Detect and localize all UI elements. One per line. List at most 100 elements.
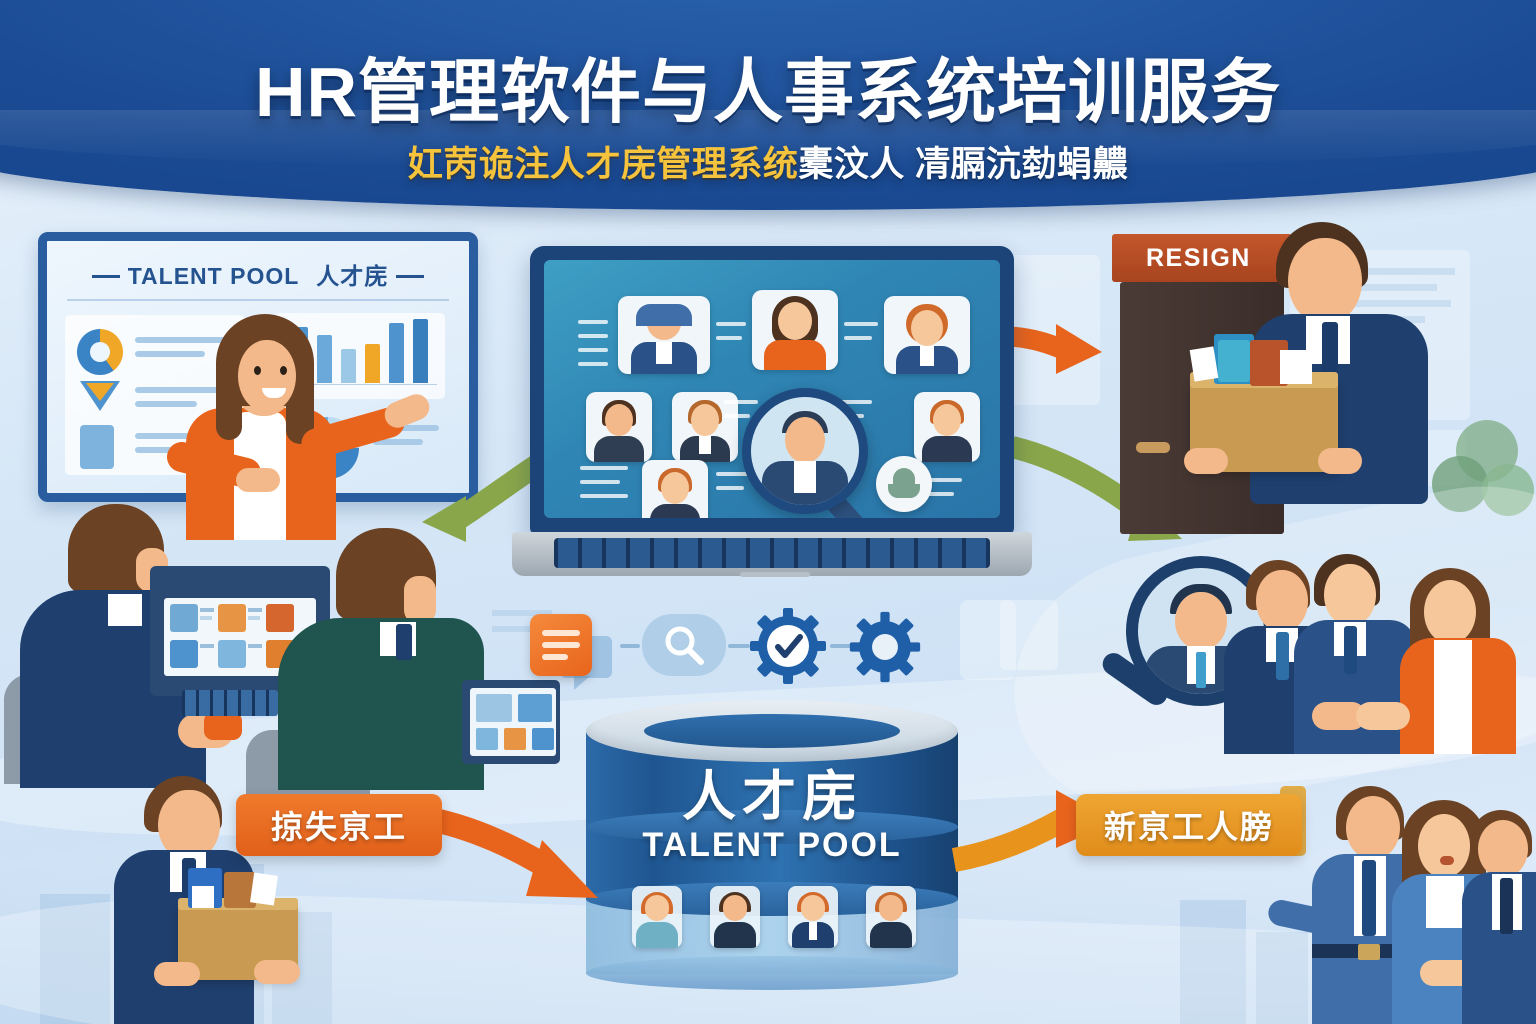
thumbnail-placeholder (80, 425, 114, 469)
candidate-tile[interactable] (914, 392, 980, 462)
connector-line (728, 644, 750, 648)
db-rim-inner (644, 714, 900, 748)
pool-member-avatar[interactable] (710, 886, 760, 948)
database-label-cn: 人才庑 (682, 767, 862, 827)
badge-new-hire: 新亰工人膀 (1076, 794, 1302, 856)
avatar-head (933, 404, 961, 436)
candidate-tile[interactable] (752, 290, 838, 370)
rule-right-icon (395, 275, 424, 278)
connector-line (716, 472, 752, 476)
connector-line (716, 336, 742, 340)
pool-member-avatar[interactable] (632, 886, 682, 948)
connector-line (830, 644, 852, 648)
talent-pool-database: 人才庑 TALENT POOL (586, 700, 958, 990)
process-icon-strip (500, 596, 940, 692)
search-icon (665, 626, 704, 665)
connector-line (580, 466, 628, 470)
connector-line (716, 322, 746, 326)
background-bar (1355, 268, 1455, 275)
arrow-leaver-to-pool (421, 806, 598, 898)
connector-line (926, 492, 954, 496)
placeholder-line (135, 433, 231, 439)
background-panel (960, 600, 1016, 680)
trainees-illustration (0, 498, 560, 800)
avatar-head (605, 404, 633, 436)
gear-icon[interactable] (848, 610, 922, 689)
header-band (0, 0, 1536, 210)
laptop-trackpad[interactable] (740, 572, 810, 577)
connector-line (580, 494, 628, 498)
document-icon[interactable] (530, 614, 592, 676)
bar (317, 335, 332, 383)
departing-employee-illustration (96, 776, 326, 1024)
laptop-screen[interactable] (544, 260, 1000, 518)
background-bar (492, 610, 552, 616)
page-title: HR管理软件与人事系统培训服务 (254, 53, 1282, 131)
resign-sign: RESIGN (1112, 234, 1292, 282)
avatar-head (911, 310, 943, 346)
connector-line (724, 400, 758, 404)
database-label-en: TALENT POOL (642, 826, 902, 864)
candidate-tile[interactable] (884, 296, 970, 374)
whiteboard-title-cn: 人才庑 (316, 263, 389, 289)
connector-line (926, 478, 962, 482)
pool-member-avatar[interactable] (866, 886, 916, 948)
laptop-lid (530, 246, 1014, 534)
handshake-team-illustration (1224, 552, 1528, 754)
avatar-body (650, 504, 700, 518)
rule-left-icon (92, 275, 121, 278)
connector-line (844, 336, 872, 340)
connector-line (840, 400, 872, 404)
avatar-body (764, 340, 826, 370)
laptop-keyboard[interactable] (554, 538, 990, 568)
bar (413, 319, 428, 383)
candidate-tile[interactable] (586, 392, 652, 462)
avatar-head (778, 302, 812, 340)
connector-line (716, 486, 744, 490)
door-handle-icon[interactable] (1136, 442, 1170, 453)
bar (389, 323, 404, 383)
avatar-body (922, 436, 972, 462)
background-bar (1355, 300, 1451, 307)
notification-badge-icon[interactable] (876, 456, 932, 512)
resigning-employee-illustration (1184, 222, 1458, 522)
new-hire-team-illustration (1265, 782, 1536, 1024)
background-bar (1355, 284, 1437, 291)
badge-departing-employee: 掠失亰工 (236, 794, 442, 856)
header-sheen (0, 110, 1536, 170)
whiteboard-divider (67, 299, 449, 301)
pool-member-avatar[interactable] (788, 886, 838, 948)
laptop-illustration (512, 246, 1032, 577)
candidate-tile[interactable] (618, 296, 710, 374)
check-circle-icon[interactable] (748, 606, 828, 691)
connector-line (724, 414, 750, 418)
db-lip (586, 956, 958, 990)
placeholder-line (373, 425, 439, 431)
db-lip (586, 810, 958, 844)
connector-line (578, 320, 608, 324)
connector-line (844, 322, 878, 326)
plant-decoration (1430, 420, 1534, 550)
avatar-head (691, 404, 719, 436)
presenter-illustration (150, 300, 434, 540)
page-subtitle-white: 橐汶人 凊膈沆勎蜎齈 (798, 145, 1129, 184)
page-subtitle-gold: 妅苪诡注人才庑管理系统 (407, 145, 799, 184)
connector-line (578, 334, 608, 338)
background-panel (1000, 600, 1058, 670)
connector-line (580, 480, 620, 484)
connector-line (620, 644, 640, 648)
placeholder-line (135, 337, 231, 343)
candidate-tile[interactable] (642, 460, 708, 518)
screen-magnifier-icon[interactable] (742, 388, 868, 514)
placeholder-line (135, 351, 205, 357)
connector-line (578, 362, 608, 366)
trainee-laptop-keyboard[interactable] (182, 690, 278, 716)
connector-line (578, 348, 608, 352)
bar (341, 349, 356, 383)
background-bar (492, 626, 536, 632)
placeholder-line (135, 401, 197, 407)
donut-chart (77, 329, 123, 375)
search-pill-icon[interactable] (642, 614, 726, 676)
whiteboard-title: TALENT POOL 人才庑 (47, 257, 469, 291)
